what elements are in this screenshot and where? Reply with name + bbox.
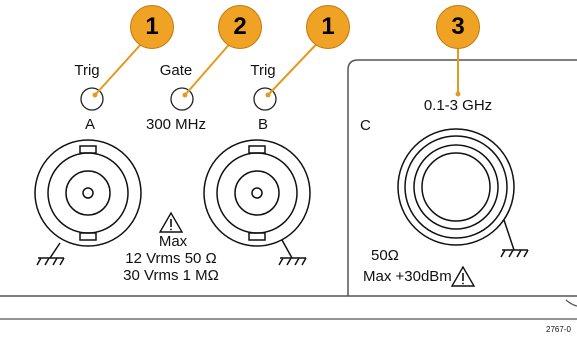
callout-badge: 1 — [130, 5, 174, 49]
trig-a-led — [80, 87, 104, 111]
callout-anchor — [92, 92, 98, 98]
gate-label: Gate — [159, 62, 193, 79]
trig-b-label: Trig — [250, 62, 276, 79]
c-channel-label: C — [360, 117, 371, 134]
gate-frequency: 300 MHz — [145, 116, 207, 133]
trig-a-label: Trig — [74, 62, 100, 79]
callout-badge: 1 — [306, 5, 350, 49]
warning-icon — [450, 265, 476, 287]
panel-outline-main — [0, 59, 577, 297]
ground-icon — [36, 257, 65, 266]
warning-icon — [158, 211, 184, 233]
gate-led — [170, 87, 194, 111]
trig-a-channel: A — [84, 116, 96, 133]
c-max-power-label: Max +30dBm — [363, 268, 452, 285]
bnc-connector-c-icon — [397, 128, 515, 251]
callout-badge: 2 — [218, 5, 262, 49]
panel-corner — [565, 299, 577, 307]
callout-badge: 3 — [436, 5, 480, 49]
c-impedance-label: 50Ω — [371, 247, 399, 264]
c-freq-label: 0.1-3 GHz — [423, 97, 493, 114]
bnc-connector-b-icon — [203, 139, 311, 259]
callout-anchor — [182, 92, 188, 98]
max-label: Max — [158, 233, 188, 250]
max-spec-50-ohm: 12 Vrms 50 Ω — [125, 250, 217, 267]
bnc-connector-a-icon — [34, 139, 142, 259]
max-spec-1-mohm: 30 Vrms 1 MΩ — [123, 267, 219, 284]
figure-id: 2767-0 — [546, 325, 571, 334]
callout-anchor — [455, 91, 461, 97]
ground-icon — [278, 257, 307, 266]
ground-icon — [500, 249, 529, 258]
callout-anchor — [265, 92, 271, 98]
trig-b-channel: B — [257, 116, 269, 133]
